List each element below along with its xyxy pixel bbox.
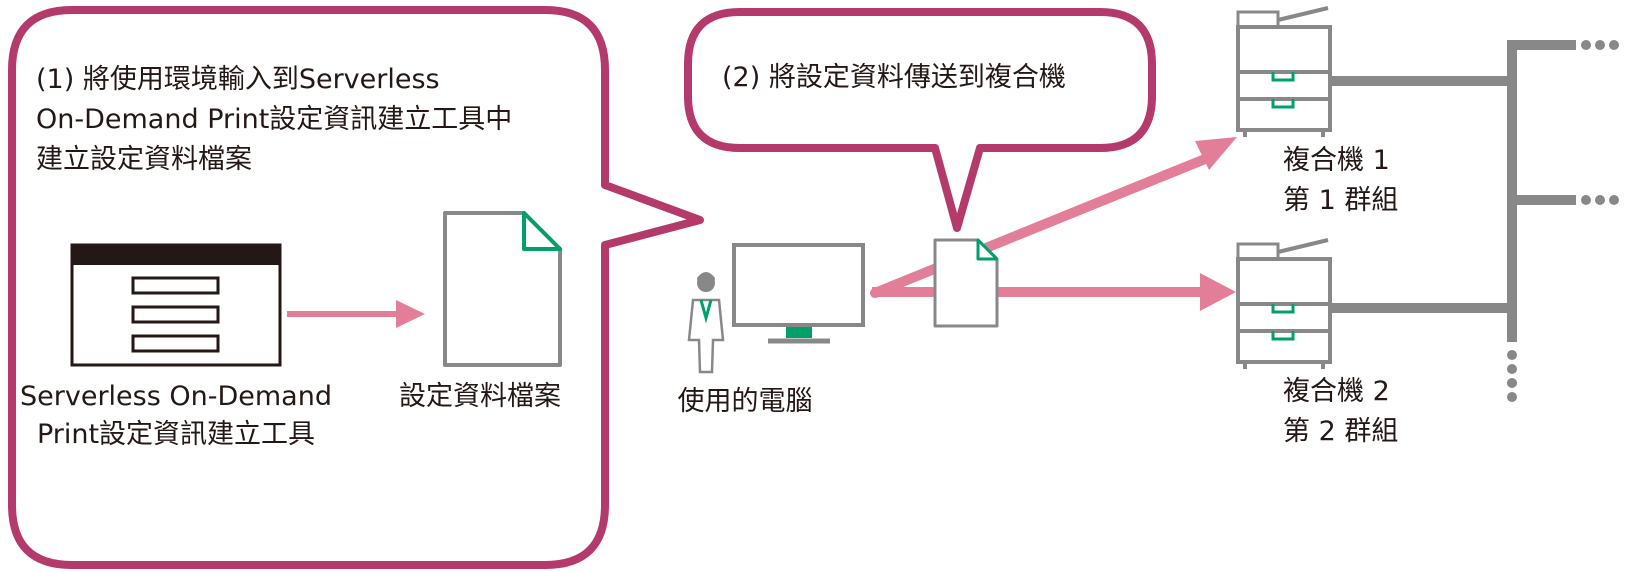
mfp1-name: 複合機 1 bbox=[1283, 145, 1390, 176]
callout-step1-bubble bbox=[8, 6, 704, 569]
mfp2-icon bbox=[1236, 238, 1332, 369]
step1-title-line1: (1) 將使用環境輸入到Serverless bbox=[36, 64, 440, 95]
step1-title-line2: On-Demand Print設定資訊建立工具中 bbox=[36, 104, 513, 135]
settings-file-icon bbox=[443, 211, 562, 367]
network-lines bbox=[1330, 40, 1576, 342]
tool-label-line2: Print設定資訊建立工具 bbox=[36, 419, 316, 450]
network-continuation-dots bbox=[1507, 40, 1619, 402]
tool-label-line1: Serverless On-Demand bbox=[20, 381, 332, 412]
callout-step2-bubble bbox=[684, 8, 1156, 232]
data-file-icon bbox=[933, 238, 999, 328]
tool-window-icon bbox=[70, 243, 282, 367]
step2-title: (2) 將設定資料傳送到複合機 bbox=[722, 62, 1066, 93]
arrow-to-mfp1 bbox=[870, 137, 1237, 298]
mfp1-icon bbox=[1236, 6, 1332, 137]
person-icon bbox=[687, 272, 725, 374]
arrow-to-mfp2 bbox=[872, 273, 1236, 311]
settings-file-label: 設定資料檔案 bbox=[399, 381, 561, 412]
mfp1-group: 第 1 群組 bbox=[1283, 185, 1399, 216]
mfp2-group: 第 2 群組 bbox=[1283, 416, 1399, 447]
callout-step2 bbox=[684, 8, 1156, 232]
step1-title-line3: 建立設定資料檔案 bbox=[36, 144, 252, 175]
computer-monitor-icon bbox=[732, 243, 865, 344]
arrow-tool-to-file bbox=[287, 300, 425, 328]
callout-step1 bbox=[8, 6, 704, 569]
computer-label: 使用的電腦 bbox=[677, 386, 813, 417]
mfp2-name: 複合機 2 bbox=[1283, 376, 1390, 407]
